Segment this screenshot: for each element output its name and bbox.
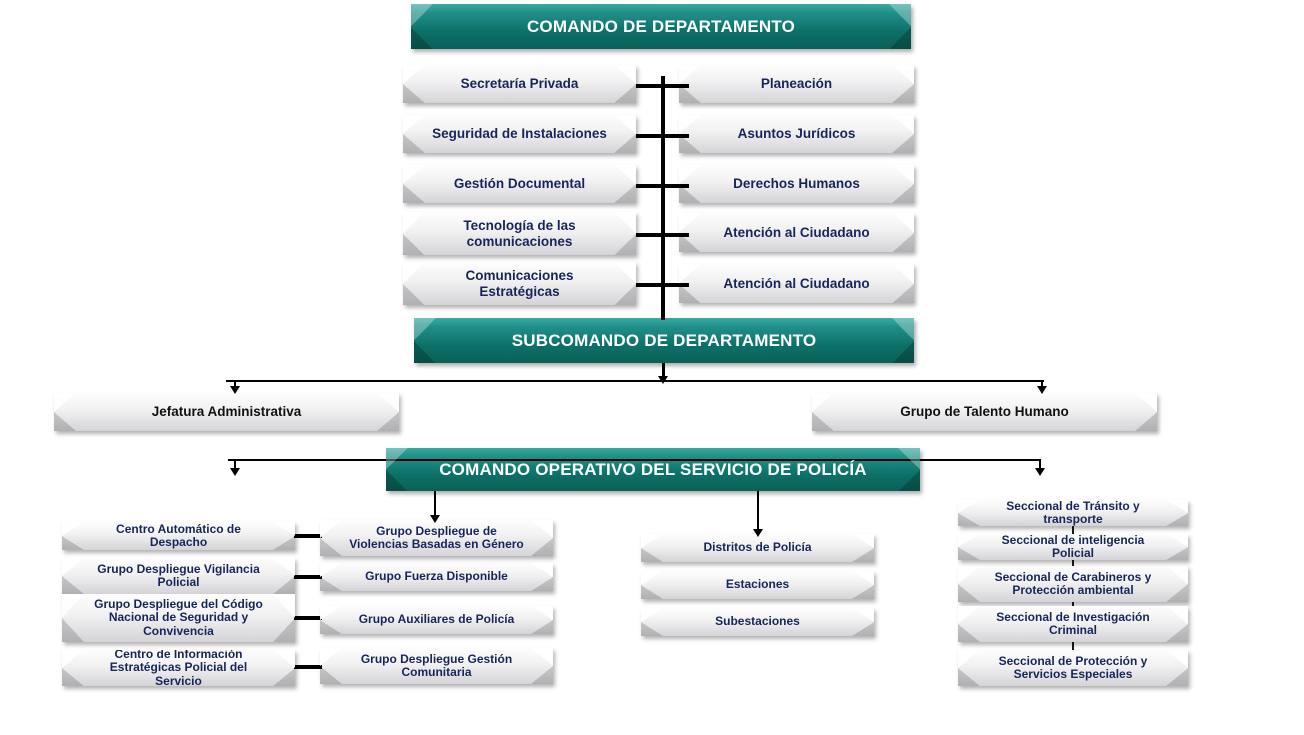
node-grupo-despliegue-vigilancia-policial[interactable]: Grupo Despliegue Vigilancia Policial (62, 558, 295, 594)
node-label: Grupo Despliegue del Código Nacional de … (94, 596, 263, 638)
node-label: Jefatura Administrativa (151, 404, 302, 420)
node-grupo-despliegue-gestion-comunitaria[interactable]: Grupo Despliegue Gestión Comunitaria (320, 648, 553, 684)
node-label: Grupo Despliegue de Violencias Basadas e… (349, 523, 524, 551)
node-grupo-auxiliares-de-policia[interactable]: Grupo Auxiliares de Policía (320, 606, 553, 634)
node-centro-automatico-de-despacho[interactable]: Centro Automático de Despacho (62, 522, 295, 550)
node-centro-de-informacion-estrategicas[interactable]: Centro de Información Estratégicas Polic… (62, 650, 295, 686)
operative-bus-horizontal (228, 459, 1040, 461)
node-label: Atención al Ciudadano (723, 224, 870, 240)
node-label: Planeación (760, 76, 833, 92)
operative-col3-down-arrow (753, 529, 763, 537)
staff-crossbar-right-1 (661, 84, 689, 88)
node-label: Grupo de Talento Humano (900, 404, 1069, 420)
staff-crossbar-left-5 (636, 283, 664, 287)
staff-crossbar-right-3 (661, 184, 689, 188)
node-label: Seguridad de Instalaciones (432, 126, 607, 142)
node-comando-operativo-del-servicio-de-policia[interactable]: COMANDO OPERATIVO DEL SERVICIO DE POLICÍ… (386, 448, 920, 491)
node-label: Gestión Documental (453, 176, 586, 192)
staff-crossbar-left-3 (636, 184, 664, 188)
node-seccional-investigacion-criminal[interactable]: Seccional de Investigación Criminal (958, 606, 1188, 642)
node-planeacion[interactable]: Planeación (679, 65, 914, 103)
node-subcomando-de-departamento[interactable]: SUBCOMANDO DE DEPARTAMENTO (414, 318, 914, 363)
bridge-col1-col2-row4 (294, 665, 322, 669)
node-derechos-humanos[interactable]: Derechos Humanos (679, 165, 914, 203)
subcommand-bus-horizontal (226, 380, 1044, 382)
bridge-col1-col2-row1 (294, 534, 322, 538)
node-label: Secretaría Privada (460, 76, 579, 92)
node-label: Seccional de Investigación Criminal (996, 609, 1150, 637)
bridge-col1-col2-row2 (294, 575, 322, 579)
node-label: Centro de Información Estratégicas Polic… (109, 650, 248, 686)
node-label: Seccional de Protección y Servicios Espe… (998, 653, 1148, 681)
node-grupo-despliegue-violencias-genero[interactable]: Grupo Despliegue de Violencias Basadas e… (320, 520, 553, 556)
staff-crossbar-left-2 (636, 134, 664, 138)
node-seguridad-de-instalaciones[interactable]: Seguridad de Instalaciones (403, 115, 636, 153)
node-seccional-inteligencia-policial[interactable]: Seccional de inteligencia Policial (958, 534, 1188, 560)
spine-vertical-top (661, 76, 665, 320)
staff-crossbar-right-5 (661, 283, 689, 287)
operative-col2-down-arrow (430, 515, 440, 523)
node-grupo-fuerza-disponible[interactable]: Grupo Fuerza Disponible (320, 563, 553, 591)
jefatura-down-arrow (230, 386, 240, 394)
node-grupo-despliegue-codigo-nacional[interactable]: Grupo Despliegue del Código Nacional de … (62, 594, 295, 642)
node-seccional-carabineros-proteccion-ambiental[interactable]: Seccional de Carabineros y Protección am… (958, 566, 1188, 602)
node-label: Grupo Fuerza Disponible (365, 569, 508, 584)
operative-left-down-arrow (230, 468, 240, 476)
operative-col2-drop (434, 491, 436, 521)
node-label: Grupo Auxiliares de Policía (358, 612, 515, 627)
node-tecnologia-de-las-comunicaciones[interactable]: Tecnología de las comunicaciones (403, 212, 636, 255)
node-label: Seccional de Carabineros y Protección am… (994, 569, 1152, 597)
operative-bus-left-drop (234, 459, 236, 473)
node-seccional-transito-y-transporte[interactable]: Seccional de Tránsito y transporte (958, 500, 1188, 526)
staff-crossbar-left-1 (636, 84, 664, 88)
node-atencion-al-ciudadano-2[interactable]: Atención al Ciudadano (679, 264, 914, 303)
node-subestaciones[interactable]: Subestaciones (641, 608, 874, 636)
node-label: Grupo Despliegue Gestión Comunitaria (360, 651, 513, 679)
node-label: Estaciones (725, 577, 790, 592)
node-grupo-de-talento-humano[interactable]: Grupo de Talento Humano (812, 393, 1157, 431)
node-seccional-proteccion-servicios-especiales[interactable]: Seccional de Protección y Servicios Espe… (958, 650, 1188, 686)
node-label: COMANDO DE DEPARTAMENTO (526, 16, 796, 36)
node-label: Comunicaciones Estratégicas (465, 268, 574, 299)
node-estaciones[interactable]: Estaciones (641, 571, 874, 599)
node-label: Seccional de Tránsito y transporte (1006, 500, 1140, 526)
node-distritos-de-policia[interactable]: Distritos de Policía (641, 534, 874, 562)
talento-humano-down-arrow (1037, 386, 1047, 394)
node-label: Centro Automático de Despacho (116, 522, 241, 549)
node-label: COMANDO OPERATIVO DEL SERVICIO DE POLICÍ… (439, 459, 867, 479)
node-asuntos-juridicos[interactable]: Asuntos Jurídicos (679, 115, 914, 153)
staff-crossbar-right-4 (661, 233, 689, 237)
node-gestion-documental[interactable]: Gestión Documental (403, 165, 636, 203)
operative-bus-right-drop (1039, 459, 1041, 473)
node-comando-de-departamento[interactable]: COMANDO DE DEPARTAMENTO (411, 4, 911, 49)
node-comunicaciones-estrategicas[interactable]: Comunicaciones Estratégicas (403, 262, 636, 305)
node-label: SUBCOMANDO DE DEPARTAMENTO (511, 330, 817, 350)
node-atencion-al-ciudadano-1[interactable]: Atención al Ciudadano (679, 213, 914, 252)
node-label: Asuntos Jurídicos (737, 126, 856, 142)
operative-col3-drop (757, 491, 759, 535)
node-jefatura-administrativa[interactable]: Jefatura Administrativa (54, 393, 399, 431)
subcommand-drop-line (662, 363, 665, 381)
node-label: Seccional de inteligencia Policial (1001, 534, 1145, 560)
staff-crossbar-right-2 (661, 134, 689, 138)
operative-right-down-arrow (1035, 468, 1045, 476)
node-label: Subestaciones (715, 614, 800, 629)
bridge-col1-col2-row3 (294, 616, 322, 620)
node-label: Derechos Humanos (733, 176, 860, 192)
staff-crossbar-left-4 (636, 233, 664, 237)
node-label: Tecnología de las comunicaciones (463, 218, 576, 249)
node-label: Atención al Ciudadano (723, 275, 870, 291)
node-label: Grupo Despliegue Vigilancia Policial (97, 561, 260, 589)
node-label: Distritos de Policía (703, 540, 812, 555)
node-secretaria-privada[interactable]: Secretaría Privada (403, 65, 636, 103)
